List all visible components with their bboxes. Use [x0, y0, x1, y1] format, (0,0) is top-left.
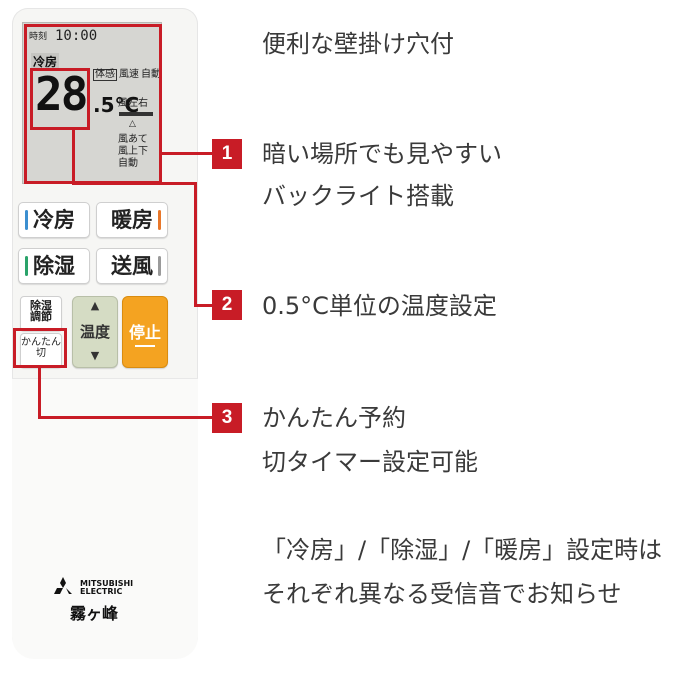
badge-3: 3: [212, 403, 242, 433]
lcd-air-direct-label: 風あて: [118, 134, 148, 145]
lcd-clock-label: 時刻: [29, 32, 48, 42]
lcd-screen: 時刻 10:00 冷房 28 .5°C 体感 風速 自動 風左右 △ 風あて 風…: [22, 22, 162, 184]
stop-underline: [135, 345, 155, 347]
temp-label: 温度: [79, 323, 110, 341]
callout-2-line-h2: [194, 304, 212, 307]
badge-1: 1: [212, 139, 242, 169]
wall-mount-text: 便利な壁掛け穴付: [262, 30, 454, 58]
callout-3-box: [13, 328, 67, 368]
feature-3-line2: 切タイマー設定可能: [262, 448, 478, 476]
fan-button[interactable]: 送風: [96, 248, 168, 284]
heat-bar: [158, 210, 161, 230]
lcd-clock-value: 10:00: [55, 28, 98, 44]
cool-button[interactable]: 冷房: [18, 202, 90, 238]
feature-2-line1: 0.5°C単位の温度設定: [262, 292, 497, 320]
lcd-fan-speed-label: 風速: [119, 69, 139, 80]
lcd-vane-ud-label: 風上下: [118, 146, 148, 157]
callout-2-line-v1: [72, 128, 75, 184]
dehumid-adjust-button[interactable]: 除湿 調節: [20, 296, 62, 331]
remote-lower-panel: [12, 378, 198, 659]
cool-bar: [25, 210, 28, 230]
lcd-vane-bar: [119, 112, 153, 116]
temp-button[interactable]: ▲ 温度 ▼: [72, 296, 118, 368]
callout-2-line-h1: [72, 182, 196, 185]
callout-3-line-h: [38, 416, 212, 419]
dry-bar: [25, 256, 28, 276]
cool-button-label: 冷房: [33, 208, 75, 232]
feature-1-line1: 暗い場所でも見やすい: [262, 140, 502, 168]
mitsubishi-logo-icon: [54, 577, 72, 594]
lcd-temperature: 28: [35, 67, 88, 121]
lcd-mode: 冷房: [31, 53, 60, 70]
brand-name: MITSUBISHI ELECTRIC: [80, 579, 134, 596]
heat-button-label: 暖房: [111, 208, 153, 232]
feature-1-line2: バックライト搭載: [262, 182, 454, 210]
callout-2-box: [30, 68, 90, 130]
dry-button-label: 除湿: [33, 254, 75, 278]
badge-2: 2: [212, 290, 242, 320]
lcd-fan-speed-value: 自動: [141, 69, 161, 80]
heat-button[interactable]: 暖房: [96, 202, 168, 238]
stop-label: 停止: [128, 323, 161, 342]
note-line1: 「冷房」/「除湿」/「暖房」設定時は: [262, 536, 663, 564]
brand-series: 霧ヶ峰: [70, 604, 119, 623]
temp-down-icon[interactable]: ▼: [90, 349, 100, 362]
callout-3-line-v: [38, 366, 41, 418]
callout-2-line-v2: [194, 182, 197, 306]
lcd-auto-label: 自動: [118, 158, 138, 169]
fan-bar: [158, 256, 161, 276]
lcd-taikan: 体感: [93, 69, 117, 81]
callout-1-line: [160, 152, 212, 155]
feature-3-line1: かんたん予約: [262, 404, 406, 432]
note-line2: それぞれ異なる受信音でお知らせ: [262, 580, 622, 608]
fan-button-label: 送風: [111, 254, 153, 278]
stop-button[interactable]: 停止: [122, 296, 168, 368]
lcd-vane-lr-label: 風左右: [118, 98, 148, 109]
vane-icon: △: [129, 119, 136, 129]
dry-button[interactable]: 除湿: [18, 248, 90, 284]
temp-up-icon[interactable]: ▲: [90, 299, 100, 312]
